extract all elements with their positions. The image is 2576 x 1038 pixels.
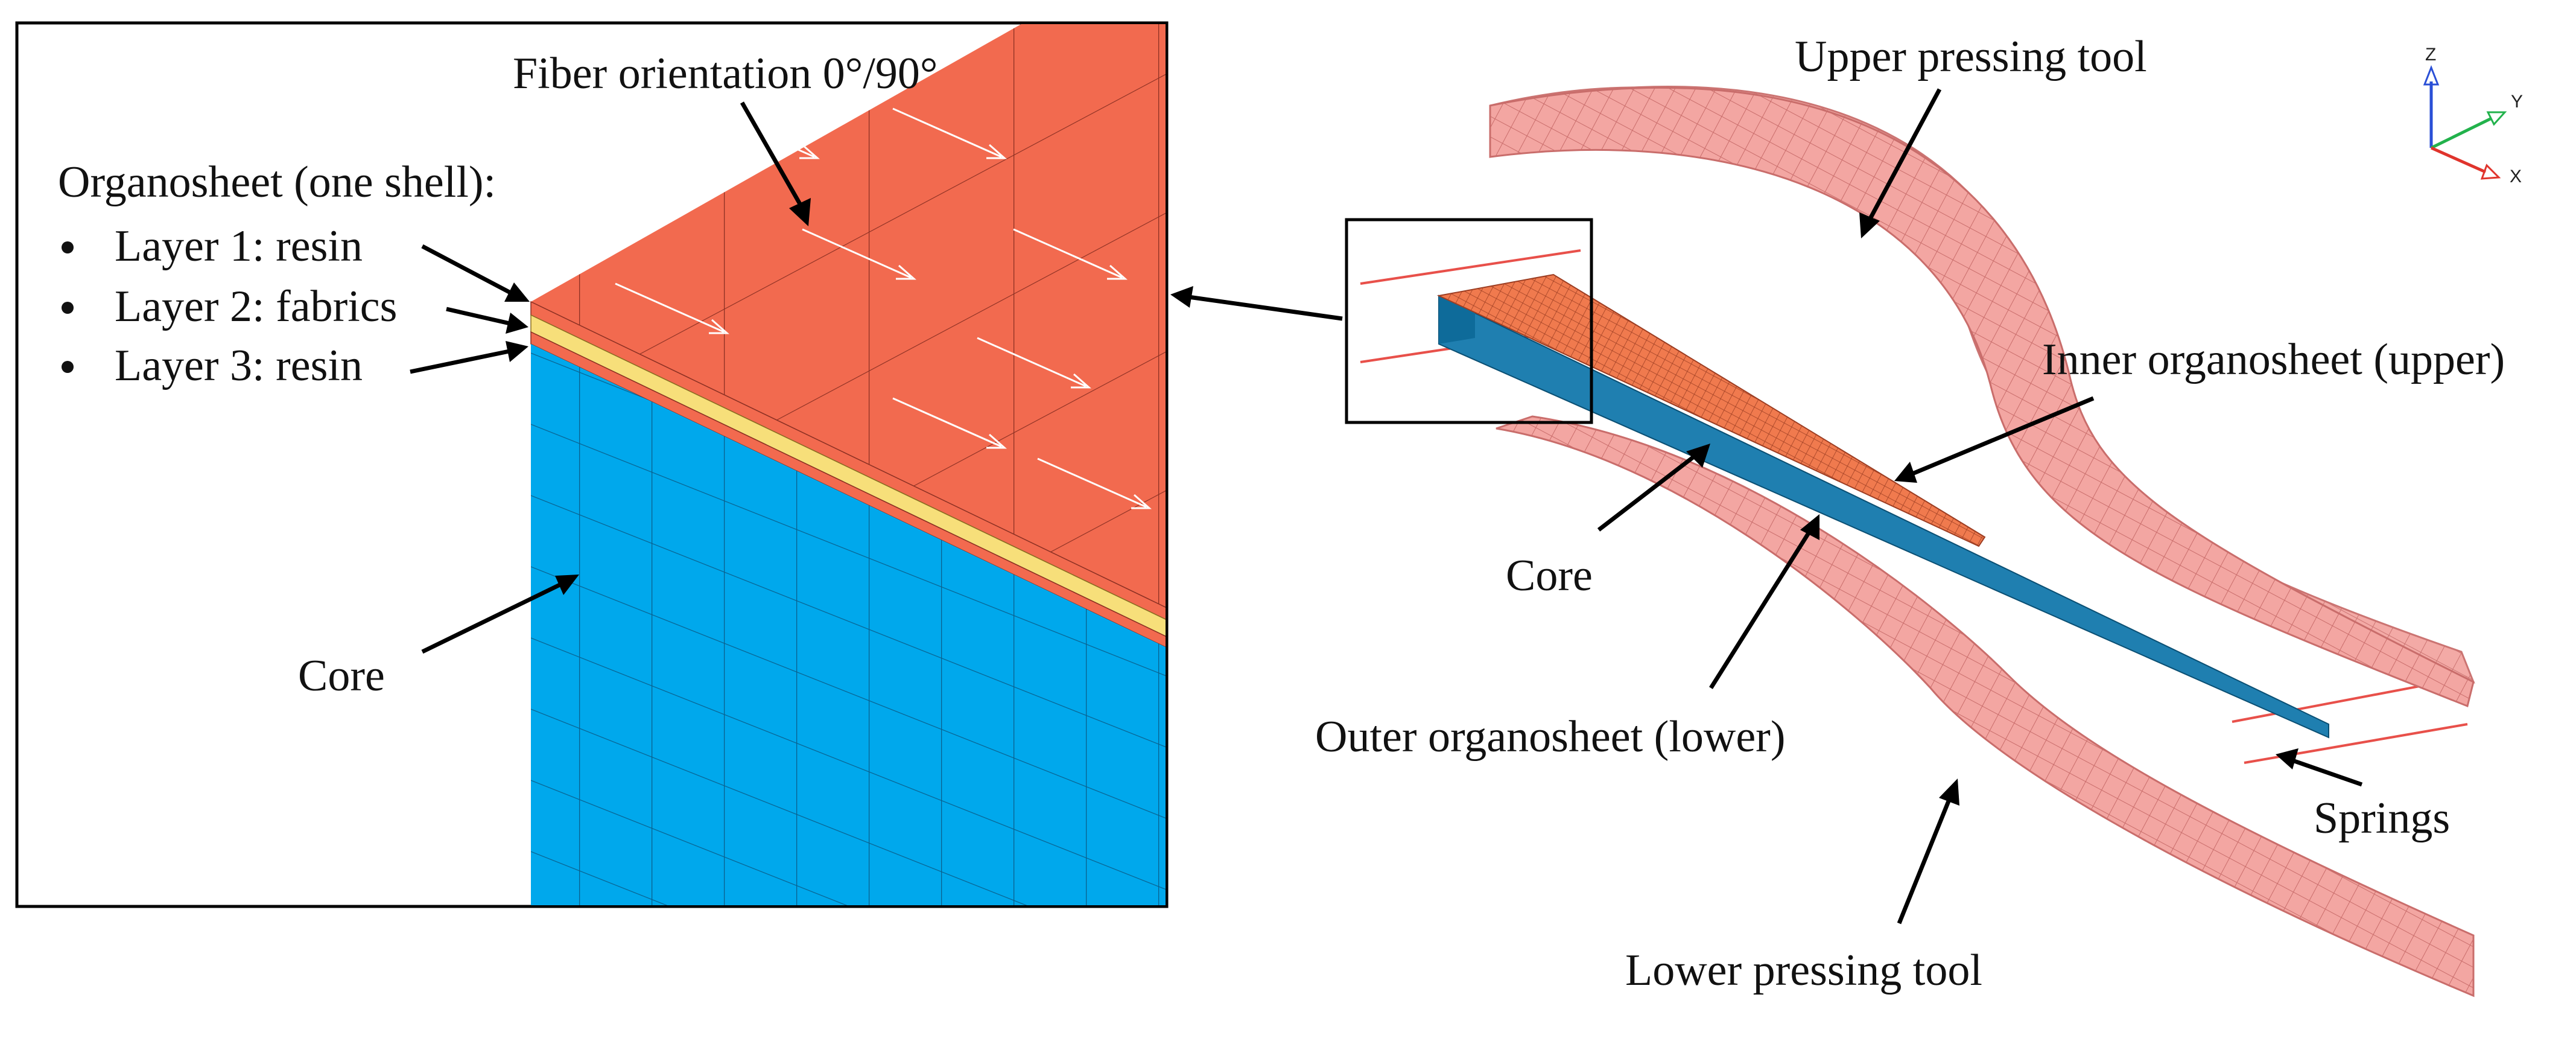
arrowhead-icon xyxy=(1686,444,1710,468)
layer-3-label: Layer 3: resin xyxy=(115,341,363,390)
z-axis-label: Z xyxy=(2425,45,2436,65)
inner-organosheet-strip xyxy=(1436,273,1986,547)
layer-2-pointer xyxy=(446,307,510,326)
springs-pointer xyxy=(2291,758,2363,787)
upper-tool-label: Upper pressing tool xyxy=(1795,32,2147,81)
layer-3-pointer xyxy=(410,349,510,374)
layer-1-pointer xyxy=(421,244,513,296)
organosheet-top-surface xyxy=(531,24,1166,608)
outer-sheet-pointer xyxy=(1709,530,1812,689)
springs-label: Springs xyxy=(2314,794,2450,843)
layer-1-resin-edge xyxy=(530,301,1166,620)
detail-core-label: Core xyxy=(298,651,385,701)
y-axis-line xyxy=(2430,116,2493,150)
x-axis-line xyxy=(2430,146,2487,174)
bullet-icon xyxy=(62,241,74,253)
layer-1-label: Layer 1: resin xyxy=(115,221,363,271)
spring-line xyxy=(2244,723,2468,764)
x-axis-label: X xyxy=(2510,167,2522,186)
arrowhead-icon xyxy=(1939,779,1959,806)
fiber-arrow xyxy=(615,282,729,334)
fiber-arrow xyxy=(1037,457,1152,509)
x-axis-arrowhead xyxy=(2480,164,2501,180)
arrowhead-icon xyxy=(506,341,528,362)
detail-arrows xyxy=(410,101,811,654)
overview-model xyxy=(1345,86,2475,998)
bullet-icon xyxy=(62,302,74,314)
lower-tool-pointer xyxy=(1897,795,1953,925)
arrowhead-icon xyxy=(2276,748,2298,769)
detail-model xyxy=(530,24,1166,905)
fiber-arrow xyxy=(977,337,1091,389)
z-axis-arrowhead xyxy=(2423,65,2440,86)
arrowhead-icon xyxy=(1859,212,1880,238)
overview-labels: Upper pressing tool Inner organosheet (u… xyxy=(1315,32,2505,995)
coordinate-triad: Z Y X xyxy=(2423,45,2523,186)
y-axis-label: Y xyxy=(2511,92,2523,112)
fiber-arrow xyxy=(892,397,1007,449)
layer-3-resin-edge xyxy=(530,331,1166,648)
zoom-connector-line xyxy=(1188,295,1343,321)
arrowhead-icon xyxy=(789,198,811,226)
core-block xyxy=(531,344,1166,905)
arrowhead-icon xyxy=(1800,514,1819,540)
arrowhead-icon xyxy=(1170,286,1193,308)
layer-2-fabrics-edge xyxy=(530,314,1166,637)
layer-2-label: Layer 2: fabrics xyxy=(115,282,397,331)
fiber-arrow xyxy=(802,228,916,280)
upper-pressing-tool-body xyxy=(1489,86,2475,708)
detail-view: Fiber orientation 0°/90° Organosheet (on… xyxy=(15,21,1169,908)
arrowhead-icon xyxy=(504,282,530,302)
fiber-arrow-pointer xyxy=(740,101,805,209)
upper-tool-pointer xyxy=(1867,88,1942,222)
lower-tool-label: Lower pressing tool xyxy=(1625,946,1982,995)
inner-sheet-pointer xyxy=(1911,396,2095,476)
fiber-arrow xyxy=(1013,228,1128,280)
outer-sheet-label: Outer organosheet (lower) xyxy=(1315,712,1785,762)
spring-line xyxy=(1360,249,1581,285)
zoom-connector xyxy=(1170,286,1343,321)
arrowhead-icon xyxy=(1894,462,1917,483)
core-pointer xyxy=(421,582,562,654)
lower-pressing-tool xyxy=(1496,415,2475,998)
zoom-region-box xyxy=(1345,218,1593,424)
fiber-orientation-label: Fiber orientation 0°/90° xyxy=(513,49,938,98)
overview-arrows xyxy=(1597,88,2363,925)
layer-list: Layer 1: resin Layer 2: fabrics Layer 3:… xyxy=(62,221,397,390)
overview-core-label: Core xyxy=(1506,551,1593,600)
arrowhead-icon xyxy=(555,575,579,595)
fiber-arrow xyxy=(892,107,1007,159)
y-axis-arrowhead xyxy=(2486,111,2507,126)
overview-core-pointer xyxy=(1597,454,1697,532)
shell-title-label: Organosheet (one shell): xyxy=(58,158,496,207)
arrowhead-icon xyxy=(506,313,528,334)
inner-sheet-label: Inner organosheet (upper) xyxy=(2042,335,2505,384)
fiber-direction-arrows xyxy=(615,107,1152,509)
bullet-icon xyxy=(62,361,74,373)
